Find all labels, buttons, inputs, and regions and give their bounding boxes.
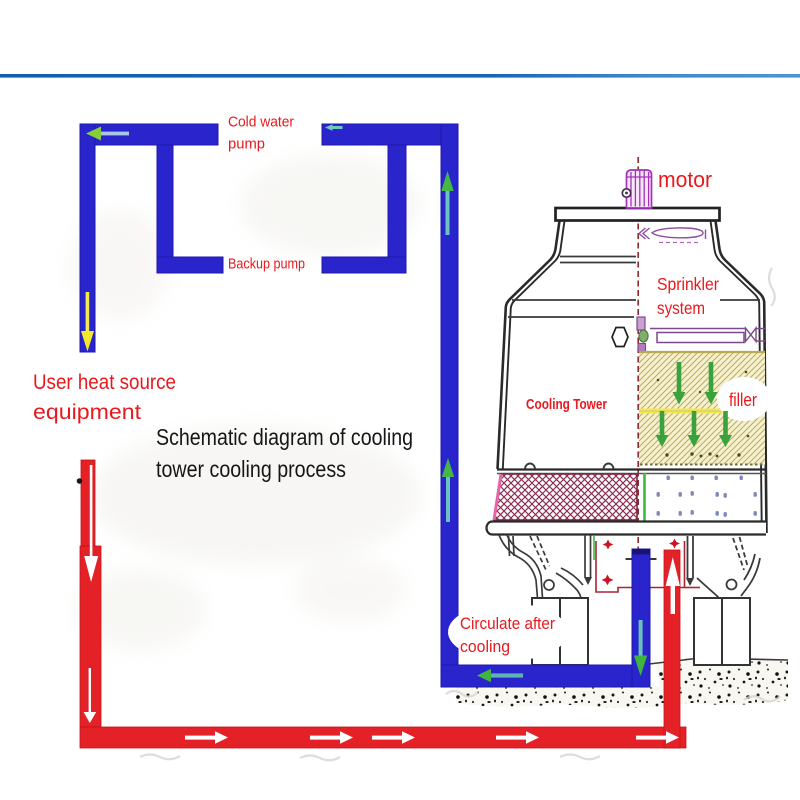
red-pipe-left-upper xyxy=(80,459,96,547)
arrow-shaft xyxy=(89,465,93,557)
mesh-band xyxy=(492,473,638,521)
label-circulate-line1: Circulate after xyxy=(460,614,555,633)
arrow-shaft xyxy=(88,668,91,713)
watermark-smudges xyxy=(139,267,781,762)
arrow-left-bottom-pipe xyxy=(477,668,491,683)
blue-pipe-pump-loop-right-vert xyxy=(387,144,407,274)
pipe-circuit-outline xyxy=(595,541,700,593)
arrows-right-red-bottom xyxy=(185,731,679,744)
hot-flow-arrows xyxy=(83,465,680,744)
motor-figure xyxy=(621,169,653,209)
cold-flow-arrows xyxy=(81,124,648,683)
arrow-shaft xyxy=(491,673,523,678)
arrow-down-red-2 xyxy=(83,712,97,723)
arrow-shaft xyxy=(446,477,450,522)
label-filler: filler xyxy=(729,390,757,410)
arrow-up-riser-2 xyxy=(441,458,455,477)
legs-right xyxy=(686,536,761,599)
blue-pipe-pump-loop-right-horiz xyxy=(321,256,407,274)
arrow-down-drop xyxy=(634,655,648,676)
valve-markers xyxy=(601,538,680,586)
hexagon-port xyxy=(611,326,629,348)
arrow-shaft xyxy=(85,292,90,332)
top-rule xyxy=(0,74,800,78)
arrow-shaft xyxy=(332,126,343,129)
blue-pipe-bottom xyxy=(440,664,650,688)
basin-plate xyxy=(485,520,766,536)
red-pipe-dot xyxy=(76,478,83,484)
fan-blade xyxy=(637,227,707,244)
label-sprinkler-line2: system xyxy=(657,298,705,318)
blue-pipe-drop-cap xyxy=(632,549,650,555)
filler-media xyxy=(639,350,771,466)
sprinkler-arm xyxy=(636,316,765,353)
tower-shell xyxy=(496,220,768,534)
droplet-dots xyxy=(656,475,757,517)
arrow-down-red-1 xyxy=(84,556,99,582)
filler-flow-arrows xyxy=(655,362,732,447)
arrow-left-small xyxy=(325,124,333,131)
title-line2: tower cooling process xyxy=(156,456,346,482)
label-user-heat-line2: equipment xyxy=(33,401,141,424)
arrow-up-red xyxy=(665,557,680,586)
arrow-shaft xyxy=(670,586,675,614)
arrow-shaft xyxy=(638,620,643,656)
tower-seam-lines xyxy=(508,255,760,318)
label-cold-water-pump-line1: Cold water xyxy=(228,114,294,131)
label-sprinkler-line1: Sprinkler xyxy=(657,274,719,294)
arrow-shaft xyxy=(445,191,450,235)
blue-pipe-left-down xyxy=(79,123,96,353)
label-blob xyxy=(448,603,568,661)
label-motor: motor xyxy=(658,167,712,192)
blue-pipe-pump-loop-left-vert xyxy=(156,144,174,274)
cold-water-pipes xyxy=(79,123,651,688)
sprinkler-hub xyxy=(636,316,646,331)
blue-pipe-pump-loop-left-horiz xyxy=(156,256,224,274)
label-cold-water-pump-line2: pump xyxy=(228,136,265,153)
label-circulate-line2: cooling xyxy=(460,637,510,656)
tower-lid xyxy=(554,206,721,222)
arrow-left-top-pipe xyxy=(86,126,101,141)
diagram-labels: Cold water pump Backup pump User heat so… xyxy=(33,114,757,657)
legs-left xyxy=(498,534,595,599)
ground xyxy=(456,657,788,708)
arrow-up-riser-1 xyxy=(441,171,454,191)
label-user-heat-line1: User heat source xyxy=(33,371,176,394)
label-cooling-tower: Cooling Tower xyxy=(526,397,607,413)
label-backup-pump: Backup pump xyxy=(228,256,305,273)
arrow-shaft xyxy=(101,131,129,136)
title-line1: Schematic diagram of cooling xyxy=(156,424,413,450)
red-pipe-tower-riser xyxy=(663,549,681,749)
arrow-down-yellow xyxy=(81,331,94,352)
